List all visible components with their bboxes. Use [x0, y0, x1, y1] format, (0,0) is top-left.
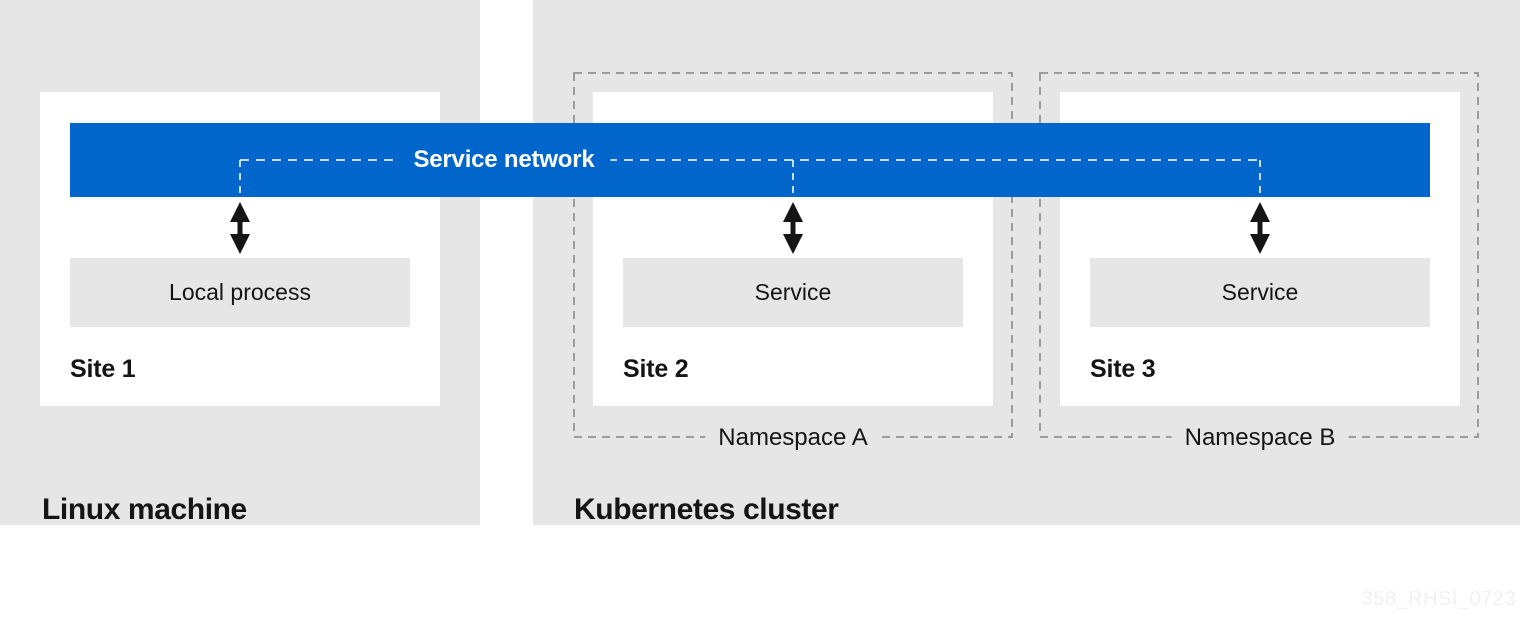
- site-3-label: Site 3: [1090, 355, 1156, 383]
- namespace-b-border: [1039, 72, 1479, 438]
- namespace-a-border: [573, 72, 1013, 438]
- service-network-bar: Service network: [70, 123, 1430, 197]
- kubernetes-cluster-title: Kubernetes cluster: [574, 493, 839, 526]
- site-3-service-label: Service: [1221, 279, 1299, 305]
- site-2-label: Site 2: [623, 355, 689, 383]
- service-network-dashed-path: [239, 159, 1261, 197]
- local-process-label: Local process: [169, 279, 311, 305]
- site-1-connection-arrow-icon: [230, 202, 250, 254]
- site-2-service-label: Service: [754, 279, 832, 305]
- site-2-connection-arrow-icon: [783, 202, 803, 254]
- linux-machine-title: Linux machine: [42, 493, 247, 526]
- figure-id-watermark: 358_RHSI_0723: [1361, 588, 1516, 610]
- site-1-label: Site 1: [70, 355, 136, 383]
- local-process-box: Local process: [70, 258, 410, 327]
- site-3-service-box: Service: [1090, 258, 1430, 327]
- site-3-connection-arrow-icon: [1250, 202, 1270, 254]
- service-network-label: Service network: [397, 142, 611, 178]
- namespace-a-label: Namespace A: [705, 423, 881, 453]
- namespace-b-label: Namespace B: [1171, 423, 1349, 453]
- site-2-service-box: Service: [623, 258, 963, 327]
